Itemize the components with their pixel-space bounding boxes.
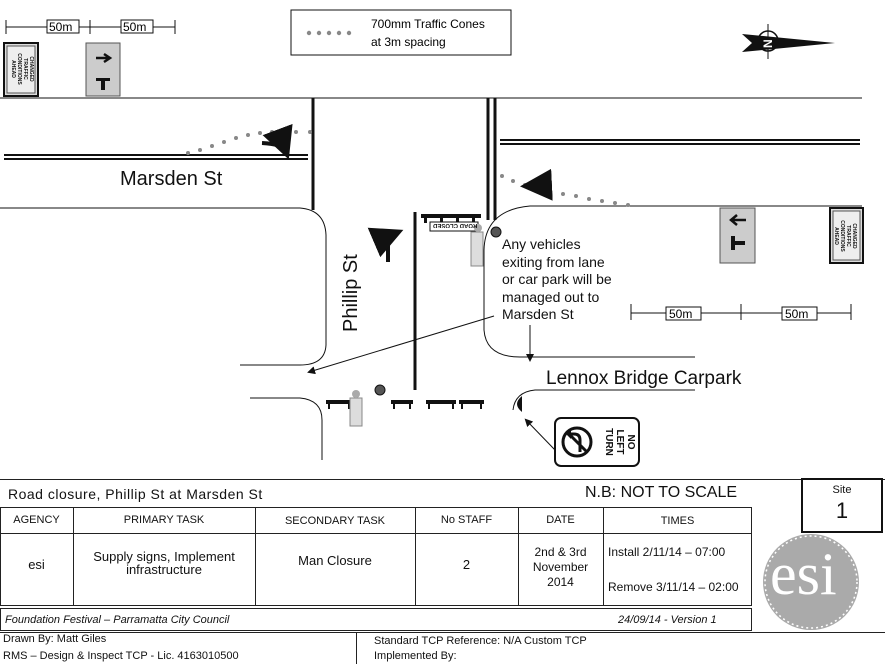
- value-staff: 2: [462, 557, 471, 572]
- traffic-controller-icon: [349, 384, 386, 427]
- sign-text: TURN: [603, 428, 614, 456]
- implemented-by: Implemented By:: [374, 650, 457, 662]
- turn-arrow-icon: [367, 227, 404, 262]
- note-line: exiting from lane: [502, 253, 605, 270]
- sign-text: TRAFFIC: [845, 225, 851, 247]
- note-arrow: [307, 315, 495, 375]
- header-secondary-task: SECONDARY TASK: [284, 515, 386, 527]
- value-agency: esi: [28, 557, 45, 572]
- sign-t-intersection-left: [85, 42, 121, 97]
- sign-text: CONDITIONS: [16, 53, 22, 85]
- site-box: Site 1: [801, 478, 883, 533]
- divider: [518, 507, 519, 606]
- scale-label: 50m: [669, 307, 692, 321]
- carpark-exit-marker: [517, 396, 522, 412]
- scale-label: 50m: [49, 20, 72, 34]
- header-times: TIMES: [660, 515, 695, 527]
- scale-bar-top: [5, 19, 176, 34]
- header-agency: AGENCY: [13, 514, 60, 526]
- primary-line: Supply signs, Implement: [93, 549, 235, 564]
- sign-t-intersection-right: [719, 207, 756, 264]
- svg-text:N: N: [761, 39, 775, 48]
- primary-line: infrastructure: [126, 562, 202, 577]
- no-left-turn-sign: [554, 417, 640, 467]
- cone-taper-left: [186, 130, 312, 155]
- road-closed-sign-text: ROAD CLOSED: [433, 222, 478, 228]
- scale-label: 50m: [785, 307, 808, 321]
- event-row: [0, 608, 752, 631]
- value-remove-time: Remove 3/11/14 – 02:00: [608, 580, 739, 594]
- street-label-phillip: Phillip St: [340, 254, 362, 332]
- sign-text: CHANGED: [28, 56, 34, 82]
- changed-traffic-sign-text-right: CHANGED TRAFFIC CONDITIONS AHEAD: [833, 212, 857, 260]
- value-secondary-task: Man Closure: [298, 553, 372, 568]
- road-lines: [0, 97, 862, 460]
- vehicle-exit-note: Any vehicles exiting from lane or car pa…: [502, 236, 612, 324]
- north-arrow-icon: N: [742, 24, 835, 59]
- sign-text: NO: [625, 434, 636, 450]
- sign-text: CHANGED: [851, 223, 857, 249]
- header-date: DATE: [546, 514, 575, 526]
- divider: [0, 632, 885, 633]
- header-staff: No STAFF: [440, 514, 493, 526]
- note-line: or car park will be: [502, 271, 612, 287]
- value-primary-task: Supply signs, Implement infrastructure: [73, 550, 255, 576]
- value-date: 2nd & 3rd November 2014: [518, 545, 603, 590]
- legend-cone-icons: [306, 30, 352, 36]
- note-line: Any vehicles: [502, 236, 581, 252]
- barrier-row-bottom: [326, 400, 484, 409]
- street-label-lennox: Lennox Bridge Carpark: [546, 368, 742, 389]
- sign-text: LEFT: [614, 429, 625, 455]
- divider: [603, 507, 604, 606]
- divider: [255, 507, 256, 606]
- turn-arrow-icon: [261, 123, 293, 160]
- standard-tcp-reference: Standard TCP Reference: N/A Custom TCP: [374, 635, 587, 647]
- esi-logo: [763, 534, 859, 630]
- header-primary-task: PRIMARY TASK: [123, 514, 205, 526]
- site-label: Site: [832, 484, 852, 496]
- note-line: Marsden St: [502, 306, 574, 322]
- turn-arrow-icon: [520, 168, 553, 201]
- sign-changed-traffic-right: [829, 207, 864, 264]
- divider: [415, 507, 416, 606]
- sign-text: CONDITIONS: [839, 220, 845, 252]
- changed-traffic-sign-text-left: CHANGED TRAFFIC CONDITIONS AHEAD: [10, 46, 34, 92]
- legend-label-line2: at 3m spacing: [371, 35, 446, 49]
- divider: [0, 479, 885, 480]
- scale-label: 50m: [123, 20, 146, 34]
- divider: [73, 507, 74, 606]
- street-label-marsden: Marsden St: [120, 168, 223, 190]
- note-line: managed out to: [502, 288, 600, 305]
- scale-bar-right: [630, 304, 852, 321]
- date-line: 2014: [547, 575, 574, 589]
- drawn-by: Drawn By: Matt Giles: [3, 633, 107, 645]
- site-number: 1: [835, 498, 849, 523]
- no-left-turn-text: NO LEFT TURN: [603, 421, 636, 463]
- divider: [0, 533, 752, 534]
- value-install-time: Install 2/11/14 – 07:00: [608, 545, 726, 559]
- sign-changed-traffic-left: [3, 42, 39, 97]
- traffic-controller-icon: [470, 224, 502, 267]
- note-arrow: [524, 418, 556, 451]
- sign-text: AHEAD: [833, 227, 839, 245]
- sign-text: TRAFFIC: [22, 58, 28, 80]
- plan-title: Road closure, Phillip St at Marsden St: [8, 486, 263, 502]
- divider: [356, 632, 357, 664]
- date-line: November: [532, 560, 589, 574]
- task-table: [0, 507, 752, 606]
- rms-licence: RMS – Design & Inspect TCP - Lic. 416301…: [3, 650, 239, 662]
- not-to-scale-note: N.B: NOT TO SCALE: [585, 484, 738, 501]
- legend-label-line1: 700mm Traffic Cones: [371, 17, 485, 31]
- version: 24/09/14 - Version 1: [618, 614, 717, 626]
- event-name: Foundation Festival – Parramatta City Co…: [5, 614, 230, 626]
- esi-logo-text: esi: [770, 541, 837, 607]
- date-line: 2nd & 3rd: [534, 545, 587, 559]
- cone-taper-right: [500, 174, 630, 207]
